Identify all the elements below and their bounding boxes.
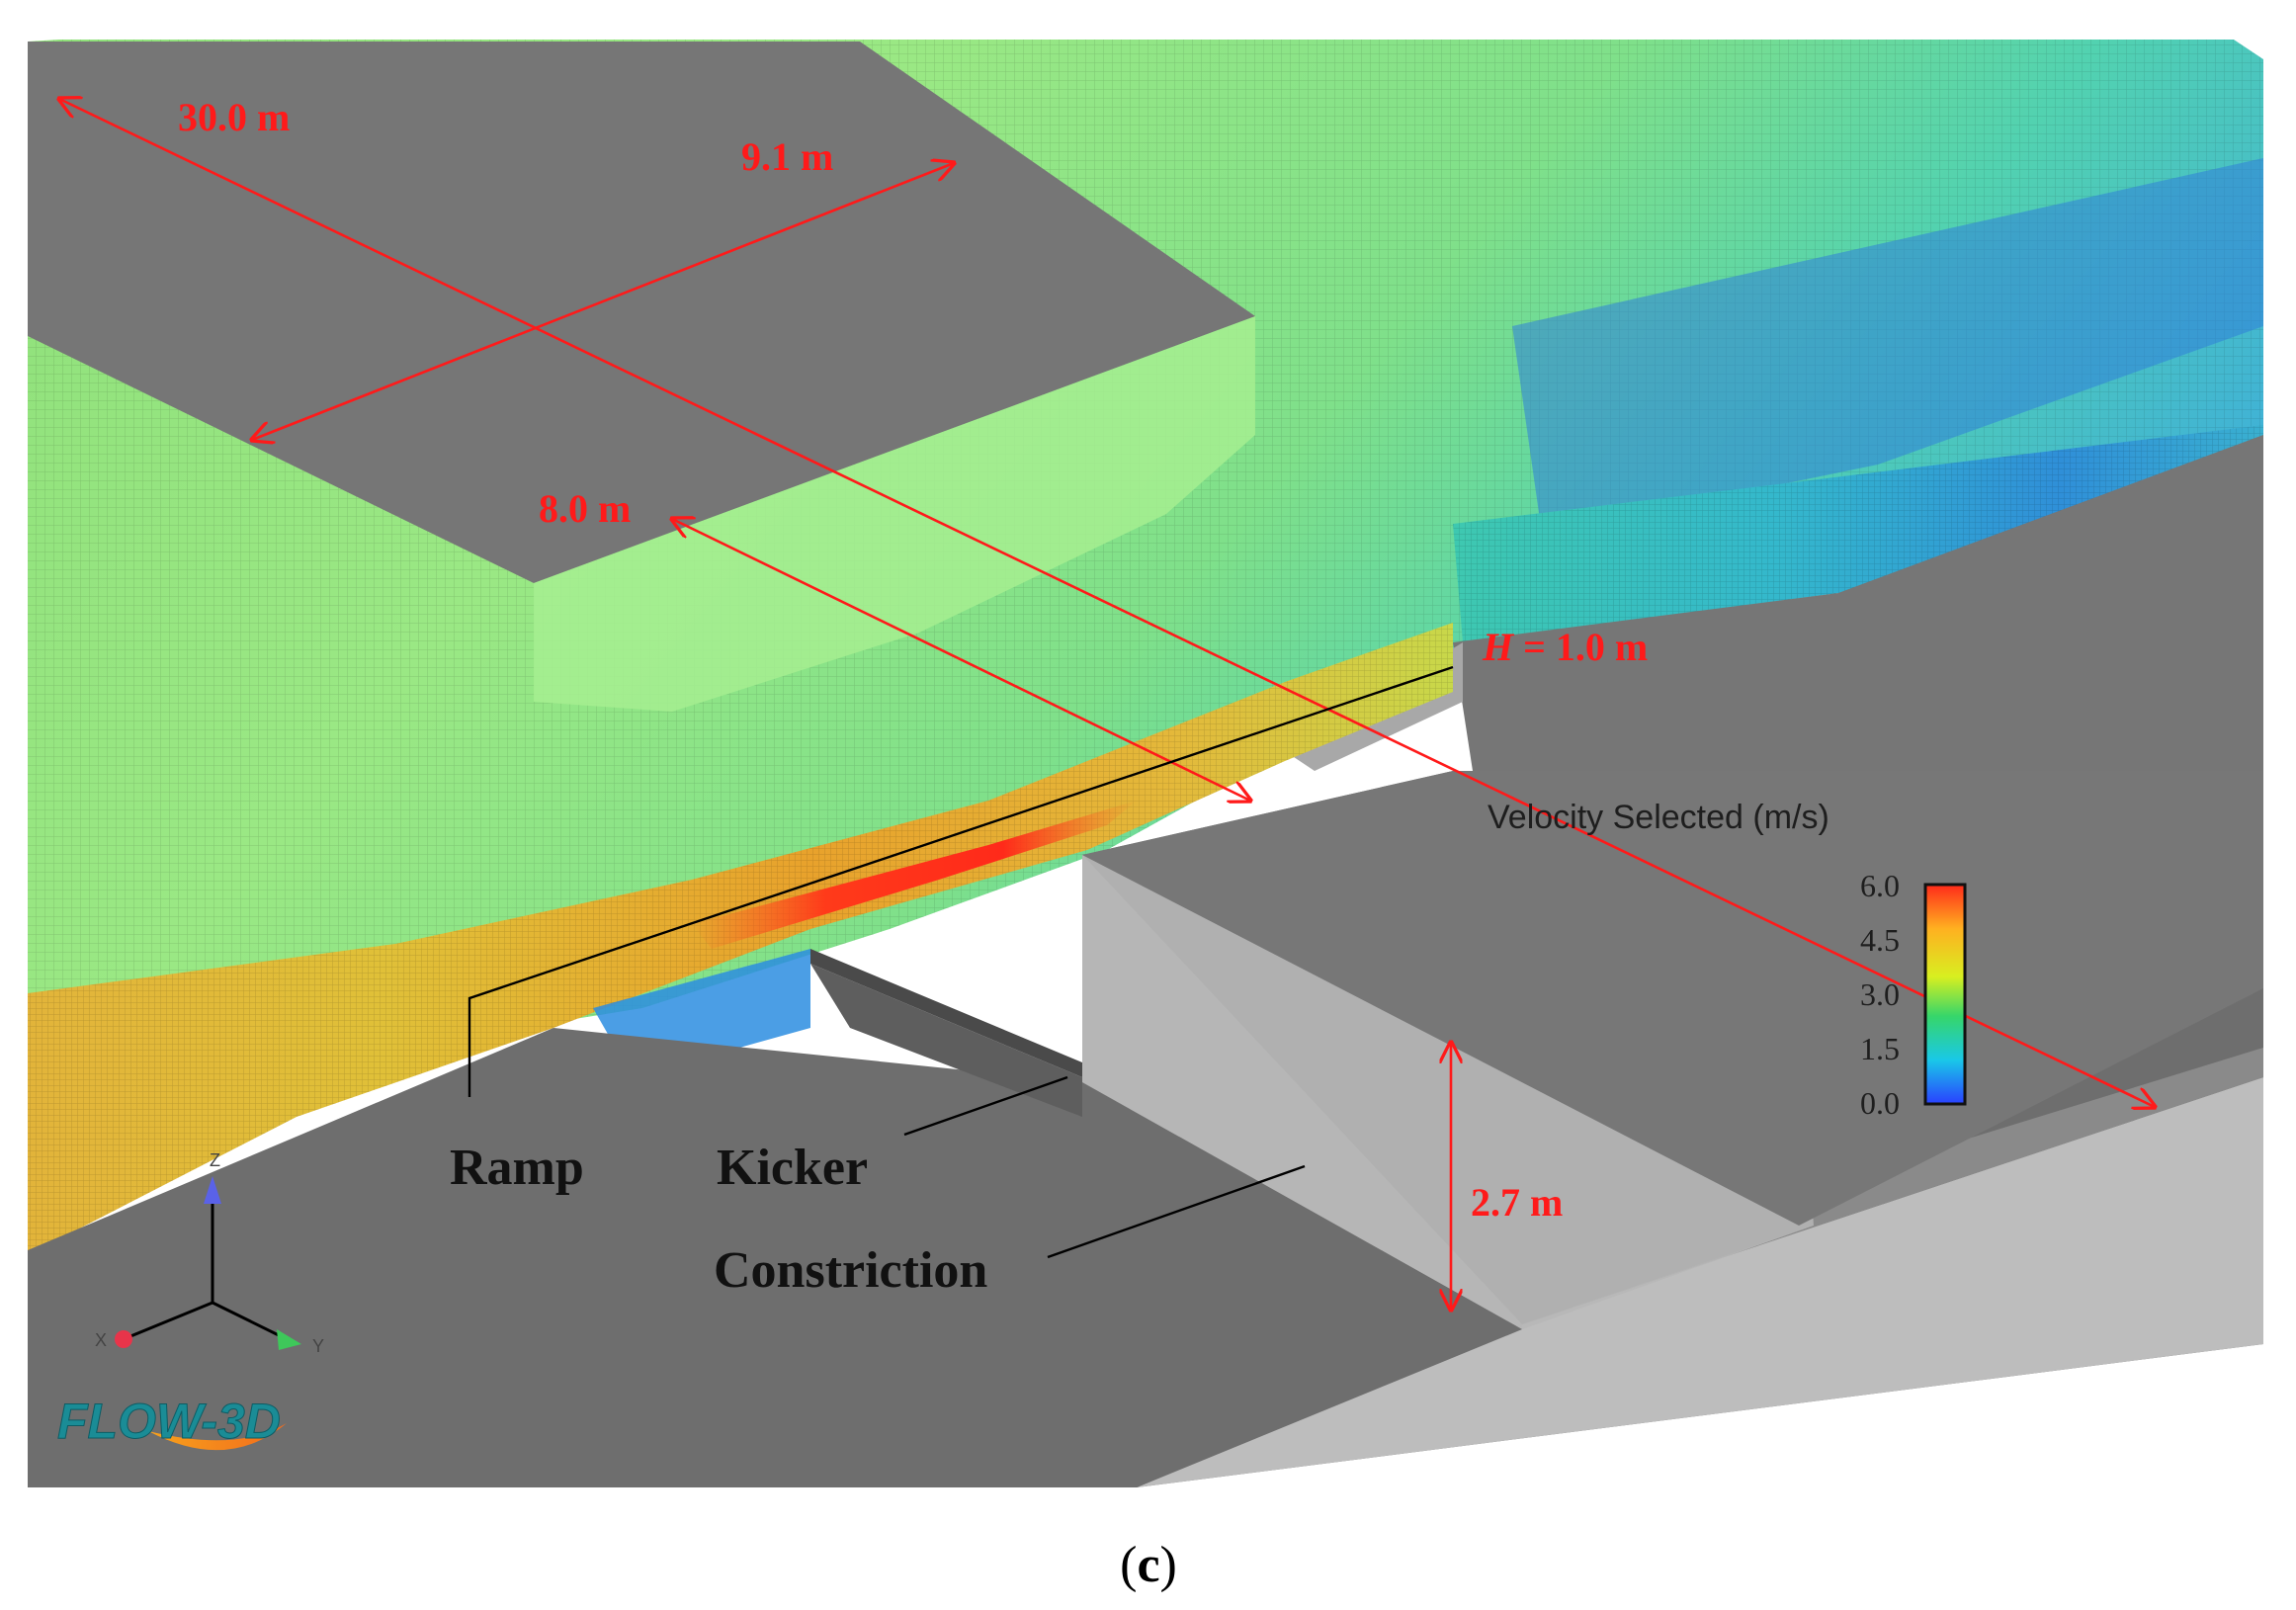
y-axis-cone-icon — [277, 1329, 301, 1350]
legend-tick-4: 0.0 — [1860, 1085, 1900, 1121]
ramp-leader — [468, 665, 1454, 1097]
kicker-leader — [903, 1075, 1068, 1137]
constriction-label: Constriction — [714, 1242, 987, 1299]
logo-text: FLOW-3D — [57, 1394, 281, 1449]
constriction-width-arrow — [672, 519, 1250, 801]
dimension-arrows — [59, 99, 2155, 1310]
weir-width-arrow — [252, 163, 954, 440]
scene — [0, 40, 2296, 1610]
dimension-labels: 30.0 m 9.1 m 8.0 m H = 1.0 m 2.7 m — [178, 95, 1648, 1225]
z-axis-label: Z — [210, 1150, 220, 1170]
logo-swoosh-icon — [148, 1423, 287, 1451]
drop-label: 2.7 m — [1471, 1180, 1563, 1225]
x-axis-ball-icon — [115, 1330, 132, 1348]
axis-triad: Z X Y — [95, 1150, 324, 1356]
bottom-margin — [0, 1487, 2296, 1610]
x-axis-label: X — [95, 1330, 107, 1350]
z-axis-cone-icon — [204, 1176, 221, 1204]
legend-tick-3: 1.5 — [1860, 1031, 1900, 1066]
legend-colorbar — [1923, 883, 1967, 1106]
y-axis-label: Y — [312, 1336, 324, 1356]
panel-label: (c) — [1120, 1537, 1177, 1593]
legend-ticks: 6.0 4.5 3.0 1.5 0.0 — [1860, 868, 1900, 1121]
legend-tick-1: 4.5 — [1860, 922, 1900, 958]
length-label: 30.0 m — [178, 95, 290, 139]
y-axis — [212, 1301, 288, 1341]
legend-title: Velocity Selected (m/s) — [1488, 799, 1829, 836]
panel-letter: c — [1137, 1537, 1159, 1593]
floor-strip — [28, 1028, 1522, 1487]
ramp-label: Ramp — [450, 1140, 584, 1196]
component-labels: Ramp Kicker Constriction — [450, 1140, 987, 1299]
kicker-label: Kicker — [717, 1140, 868, 1196]
flow3d-logo: FLOW-3D — [57, 1394, 287, 1451]
height-label: H = 1.0 m — [1482, 625, 1648, 669]
constriction-width-label: 8.0 m — [539, 486, 631, 531]
height-value: = 1.0 m — [1513, 625, 1648, 669]
plinth-top — [1137, 1077, 2263, 1487]
x-axis — [123, 1301, 213, 1341]
height-symbol: H — [1482, 625, 1515, 669]
constriction-leader — [1047, 1164, 1306, 1259]
weir-width-label: 9.1 m — [741, 134, 833, 179]
legend-tick-0: 6.0 — [1860, 868, 1900, 903]
legend-tick-2: 3.0 — [1860, 976, 1900, 1012]
velocity-legend: Velocity Selected (m/s) 6.0 4.5 3.0 1.5 … — [1488, 799, 1967, 1121]
leader-lines — [468, 665, 1454, 1259]
